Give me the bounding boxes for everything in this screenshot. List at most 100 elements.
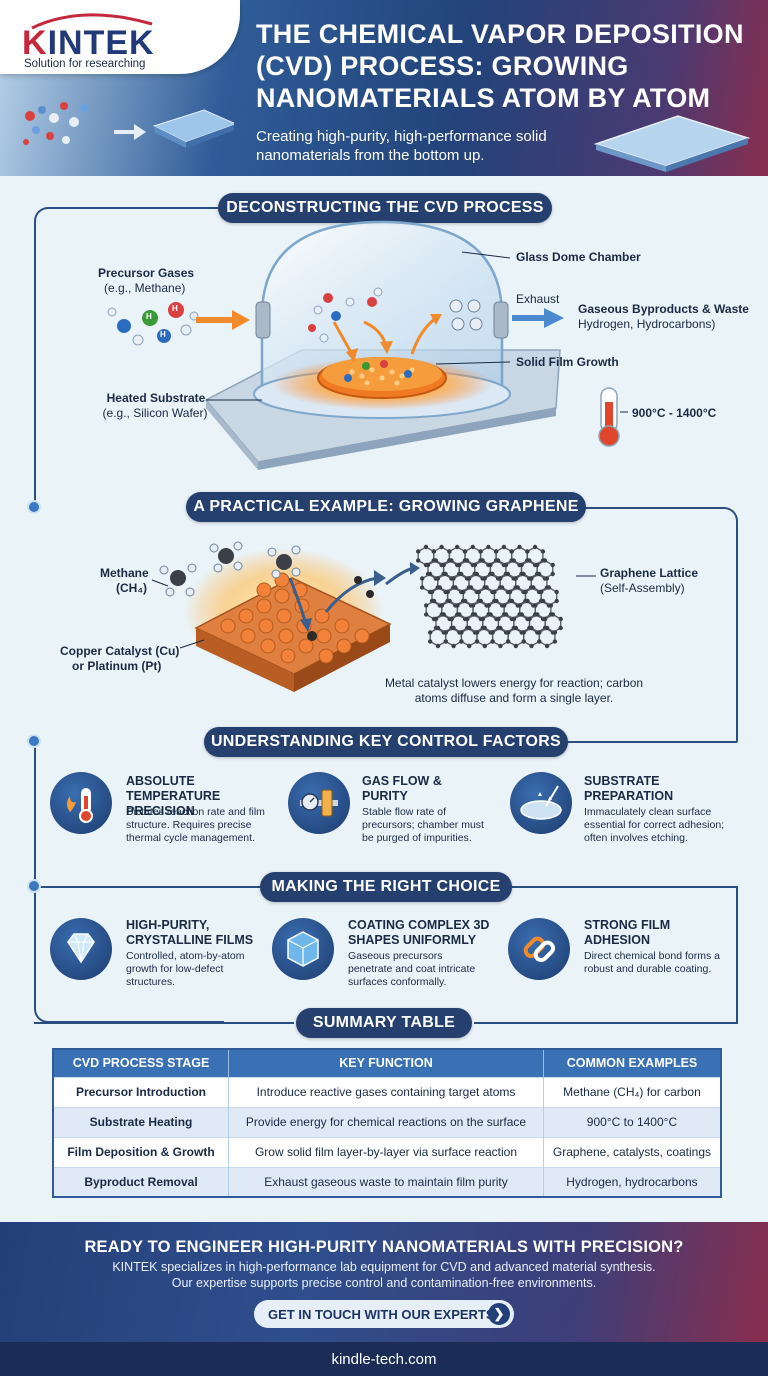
- table-cell: Grow solid film layer-by-layer via surfa…: [228, 1136, 544, 1167]
- atom-label-1: H: [146, 312, 152, 321]
- logo[interactable]: KINTEK: [22, 24, 155, 62]
- frame-bottom: [34, 1022, 294, 1024]
- table-cell: Substrate Heating: [53, 1106, 230, 1137]
- cube-icon: [272, 918, 334, 980]
- lattice-cell: [523, 627, 540, 647]
- carbon-atom: [449, 558, 454, 563]
- section-heading-graphene: A PRACTICAL EXAMPLE: GROWING GRAPHENE: [186, 492, 586, 522]
- carbon-atom: [542, 616, 548, 622]
- carbon-atom: [443, 571, 448, 577]
- carbon-atom: [459, 639, 464, 644]
- column-header: CVD PROCESS STAGE: [53, 1049, 230, 1077]
- carbon-atom: [427, 571, 433, 577]
- carbon-atom: [488, 562, 493, 568]
- carbon-atom: [474, 630, 480, 635]
- factor-desc-1: Dictates reaction rate and film structur…: [126, 806, 265, 844]
- cta-desc-line-2: Our expertise supports precise control a…: [171, 1276, 597, 1290]
- carbon-atom: [521, 571, 526, 577]
- table-cell: 900°C to 1400°C: [543, 1106, 721, 1137]
- factor-title-3: Substrate Preparation: [584, 774, 674, 803]
- thermometer-flame-icon: [50, 772, 112, 834]
- carbon-atom: [496, 616, 501, 622]
- carbon-atom: [503, 562, 509, 568]
- page-title: THE CHEMICAL VAPOR DEPOSITION (CVD) PROC…: [256, 19, 744, 113]
- table-cell: Hydrogen, hydrocarbons: [543, 1166, 721, 1197]
- carbon-atom: [428, 630, 433, 635]
- carbon-atom: [445, 589, 450, 595]
- section-heading-process: DECONSTRUCTING THE CVD PROCESS: [218, 193, 552, 223]
- carbon-atom: [513, 576, 518, 581]
- choice-title-2: Coating Complex 3D Shapes Uniformly: [348, 918, 490, 947]
- carbon-atom: [435, 625, 441, 631]
- gas-valve-icon: [288, 772, 350, 834]
- carbon-atom: [521, 630, 526, 635]
- carbon-atom: [470, 603, 476, 608]
- carbon-atom: [416, 558, 421, 563]
- carbon-atom: [529, 643, 534, 649]
- temperature-label: 900°C - 1400°C: [632, 406, 717, 420]
- carbon-atom: [429, 589, 435, 595]
- section-heading-summary: SUMMARY TABLE: [296, 1008, 472, 1038]
- frame-graphene: [560, 507, 738, 741]
- carbon-atom: [537, 639, 542, 644]
- carbon-atom: [433, 558, 438, 563]
- carbon-atom: [435, 643, 441, 649]
- carbon-atom: [558, 616, 563, 622]
- carbon-atom: [451, 576, 456, 581]
- exhaust-label: Exhaust: [516, 292, 560, 306]
- carbon-atom: [451, 643, 456, 649]
- clean-wafer-icon: [510, 772, 572, 834]
- molecules-to-film-icon: [23, 102, 234, 148]
- carbon-atom: [480, 558, 485, 563]
- carbon-atom: [441, 562, 446, 568]
- lattice-cell: [429, 627, 447, 647]
- carbon-atom: [447, 549, 452, 554]
- cta-description: KINTEK specializes in high-performance l…: [40, 1259, 728, 1291]
- carbon-atom: [486, 603, 491, 608]
- column-header: COMMON EXAMPLES: [543, 1049, 721, 1077]
- carbon-atom: [467, 625, 472, 631]
- footer-link[interactable]: kindle-tech.com: [331, 1350, 437, 1368]
- carbon-atom: [540, 549, 546, 554]
- carbon-atom: [513, 625, 519, 631]
- carbon-atom: [544, 643, 550, 649]
- carbon-atom: [529, 576, 534, 581]
- frame-right-vert: [736, 886, 738, 1023]
- page-subtitle: Creating high-purity, high-performance s…: [256, 128, 547, 164]
- carbon-atom: [466, 576, 472, 581]
- carbon-atom: [463, 598, 468, 604]
- contact-experts-label: GET IN TOUCH WITH OUR EXPERTS: [268, 1306, 495, 1322]
- carbon-atom: [490, 571, 495, 577]
- carbon-atom: [507, 589, 513, 595]
- carbon-atom: [453, 585, 458, 590]
- carbon-atom: [423, 544, 429, 550]
- frame-graphene-bottom: [560, 741, 738, 743]
- carbon-atom: [509, 598, 515, 604]
- carbon-atom: [486, 544, 491, 550]
- carbon-atom: [499, 585, 505, 590]
- carbon-atom: [532, 544, 538, 550]
- lattice-cell: [460, 627, 478, 647]
- carbon-atom: [535, 612, 540, 617]
- carbon-atom: [490, 630, 495, 635]
- carbon-atom: [554, 598, 559, 604]
- contact-experts-button[interactable]: GET IN TOUCH WITH OUR EXPERTS ❯: [254, 1300, 514, 1328]
- carbon-atom: [428, 639, 433, 644]
- lattice-sublabel: (Self-Assembly): [600, 581, 685, 595]
- carbon-atom: [439, 603, 444, 608]
- carbon-atom: [492, 589, 497, 595]
- carbon-atom: [482, 625, 487, 631]
- table-row: Film Deposition & Growth Grow solid film…: [53, 1136, 721, 1167]
- carbon-atom: [552, 630, 558, 635]
- choice-title-3: Strong Film Adhesion: [584, 918, 671, 947]
- carbon-atom: [465, 616, 470, 622]
- frame-mid: [34, 886, 274, 888]
- frame-mid-right: [494, 886, 738, 888]
- choice-desc-3: Direct chemical bond forms a robust and …: [584, 950, 720, 975]
- carbon-atom: [420, 585, 425, 590]
- carbon-atom: [478, 598, 483, 604]
- carbon-atom: [497, 576, 503, 581]
- carbon-atom: [443, 639, 448, 644]
- carbon-atom: [482, 576, 487, 581]
- carbon-atom: [542, 558, 548, 563]
